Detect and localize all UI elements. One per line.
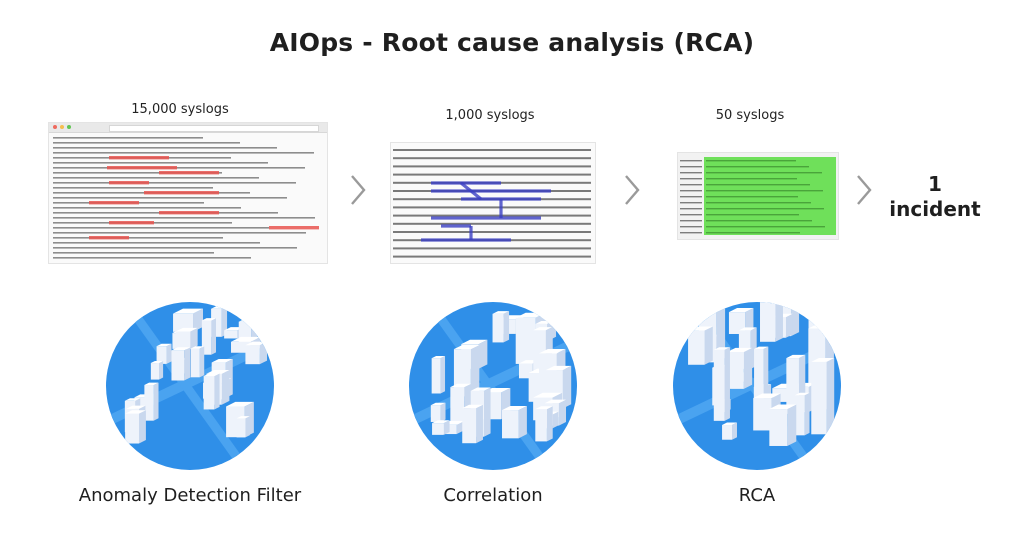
syslog-lines-15000 (53, 137, 319, 259)
syslog-lines-1000 (393, 149, 591, 258)
syslog-screenshot-50 (677, 152, 839, 240)
caption-rca: RCA (738, 485, 776, 506)
incident-result: 1 incident (880, 172, 990, 222)
chevron-right-icon (857, 175, 872, 205)
caption-correlation: Correlation (443, 485, 543, 506)
stage-1-count-label: 15,000 syslogs (131, 102, 229, 117)
window-titlebar (49, 123, 327, 133)
stage-3-count-label: 50 syslogs (715, 108, 785, 123)
chevron-right-icon (351, 175, 366, 205)
syslog-lines-50 (678, 153, 838, 239)
chevron-right-icon (625, 175, 640, 205)
city-illustration-anomaly-detection (106, 302, 274, 470)
caption-anomaly-detection-filter: Anomaly Detection Filter (78, 485, 302, 506)
city-illustration-correlation (409, 302, 577, 470)
incident-count: 1 (928, 172, 942, 196)
syslog-screenshot-15000 (48, 122, 328, 264)
page-title: AIOps - Root cause analysis (RCA) (269, 28, 755, 57)
incident-label: incident (889, 197, 981, 221)
stage-2-count-label: 1,000 syslogs (445, 108, 535, 123)
city-illustration-rca (673, 302, 841, 470)
syslog-screenshot-1000 (390, 142, 596, 264)
